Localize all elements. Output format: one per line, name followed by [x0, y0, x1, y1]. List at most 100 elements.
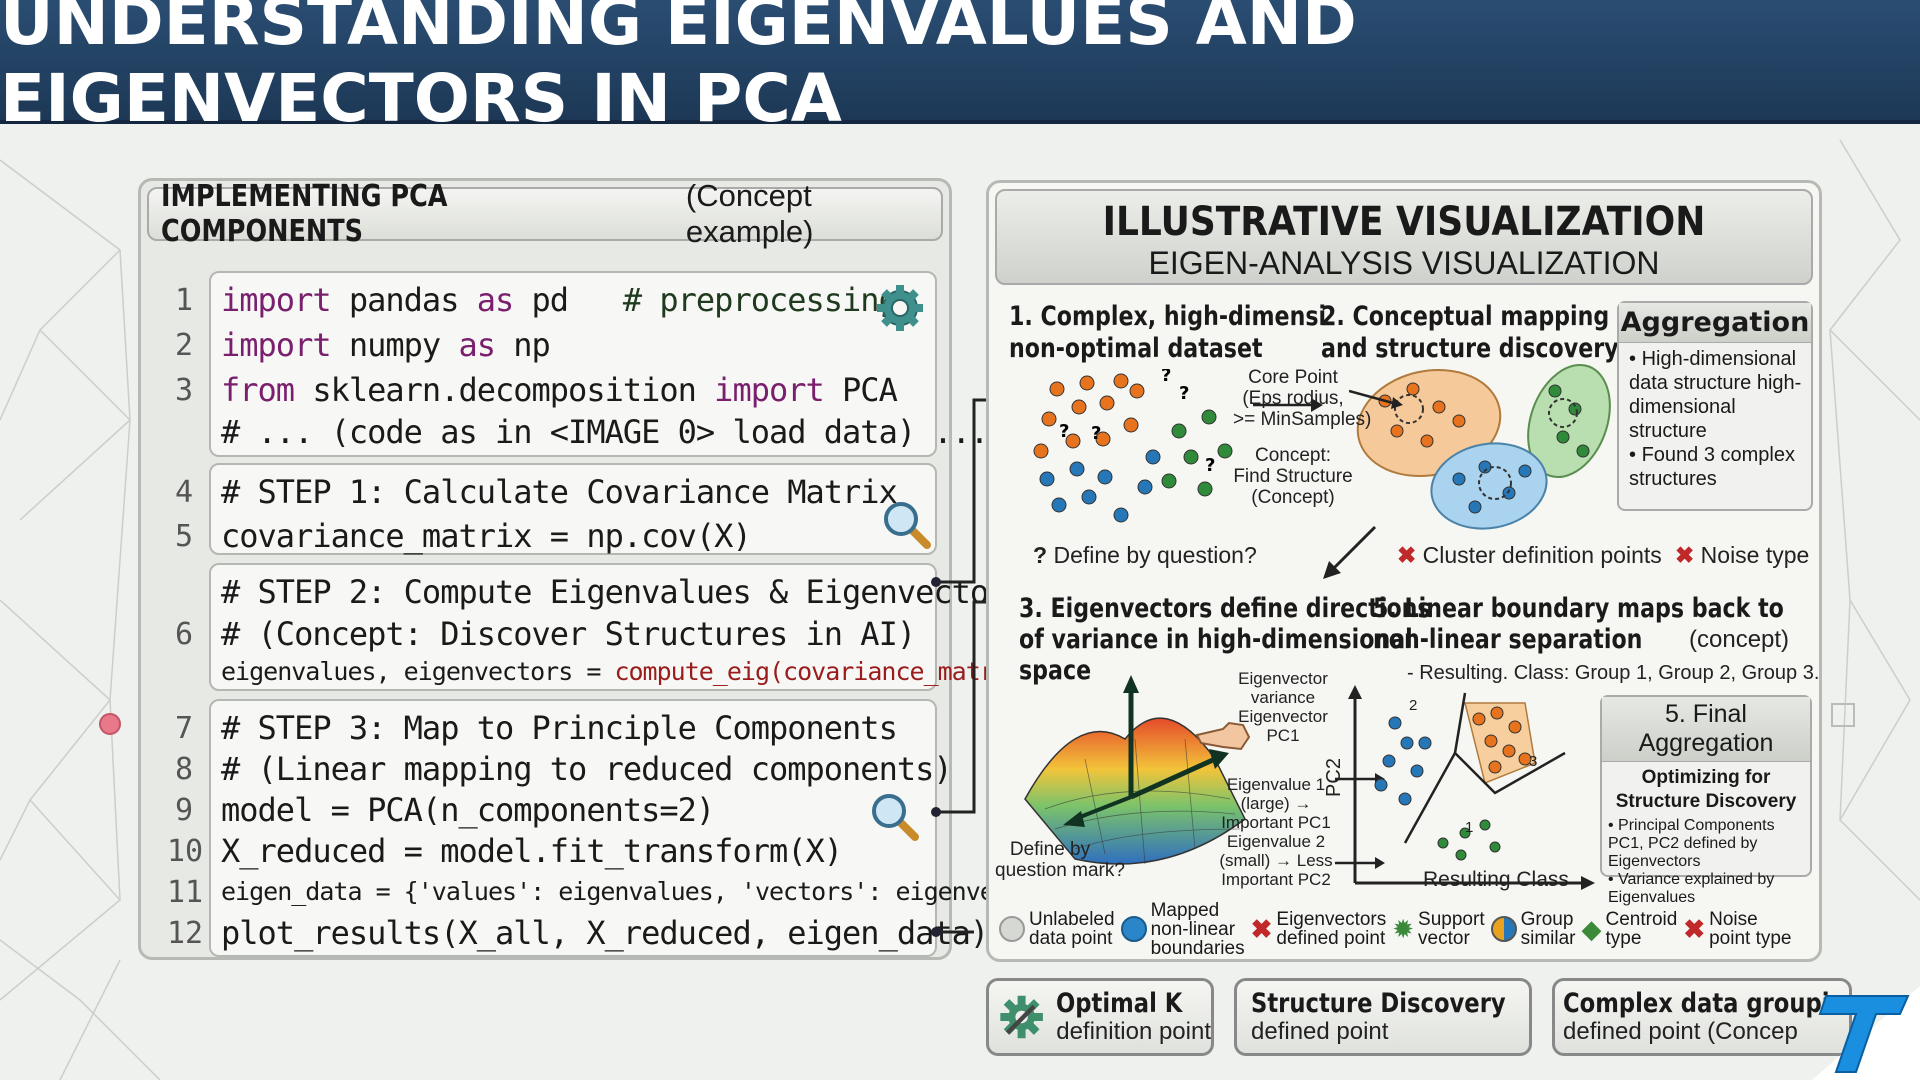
scatter-point [1197, 481, 1213, 497]
red-x-icon: ✖ [1675, 542, 1695, 568]
question-mark-icon: ? [1179, 383, 1189, 404]
aggregation-title: Aggregation [1619, 303, 1811, 343]
scatter-point [1508, 720, 1522, 734]
scatter-point [1069, 461, 1085, 477]
section-5-resulting: - Resulting. Class: Group 1, Group 2, Gr… [1407, 662, 1820, 684]
resulting-class-label: Resulting Class [1423, 868, 1569, 891]
scatter-point [1071, 399, 1087, 415]
cluster-def-text: Cluster definition points [1422, 542, 1662, 568]
scatter-point [1051, 497, 1067, 513]
scatter-point [1452, 414, 1466, 428]
scatter-point [1502, 486, 1516, 500]
scatter-point [1400, 736, 1414, 750]
scatter-point [1455, 849, 1467, 861]
line-number: 9 [174, 793, 194, 828]
scatter-point [1123, 417, 1139, 433]
scatter-point [1039, 471, 1055, 487]
gear-wrench-icon [1000, 995, 1043, 1039]
line-number: 3 [174, 373, 194, 408]
magnifier-icon [872, 794, 919, 841]
scatter-point [1576, 444, 1590, 458]
page-title: UNDERSTANDING EIGENVALUES AND EIGENVECTO… [0, 0, 1357, 137]
mapped-dot-icon [1120, 916, 1147, 942]
scatter-point [1468, 500, 1482, 514]
scatter-point [1502, 744, 1516, 758]
structure-discovery-button[interactable]: Structure Discovery defined point [1234, 978, 1532, 1056]
scatter-point [1518, 464, 1532, 478]
scatter-point [1065, 433, 1081, 449]
question-mark-icon: ? [1205, 455, 1215, 476]
scatter-point [1548, 384, 1562, 398]
gear-icon [877, 285, 923, 331]
scatter-point [1183, 449, 1199, 465]
line-number: 4 [174, 475, 194, 510]
visualization-subtitle: EIGEN-ANALYSIS VISUALIZATION [1148, 245, 1660, 281]
section-5-concept: (concept) [1689, 626, 1790, 653]
scatter-point [1432, 400, 1446, 414]
scatter-point [1113, 507, 1129, 523]
question-mark-icon: ? [1091, 423, 1101, 444]
scatter-point [1398, 792, 1412, 806]
scatter-point [1097, 469, 1113, 485]
scatter-point [1420, 434, 1434, 448]
scatter-point [1079, 375, 1095, 391]
pointing-hand-icon [1195, 721, 1251, 751]
final-aggregation-item: • Principal Components PC1, PC2 defined … [1608, 817, 1775, 870]
scatter-point [1137, 479, 1153, 495]
code-line: # (Linear mapping to reduced components) [221, 750, 953, 788]
scatter-point [1406, 382, 1420, 396]
complex-grouping-button[interactable]: Complex data groupin defined point (Conc… [1552, 978, 1852, 1056]
scatter-point [1095, 431, 1111, 447]
define-question-text: Define by question? [1053, 542, 1257, 568]
pc-plot [1348, 685, 1595, 890]
scatter-point [1518, 752, 1532, 766]
code-line: from sklearn.decomposition import PCA [221, 371, 898, 409]
line-number: 11 [167, 875, 204, 910]
pc2-axis-label: PC2 [1322, 758, 1345, 797]
aggregation-box: Aggregation • High-dimensional data stru… [1617, 301, 1813, 511]
scatter-point [1099, 395, 1115, 411]
scatter-point [1161, 473, 1177, 489]
optimal-k-button[interactable]: Optimal K definition point [986, 978, 1214, 1056]
structure-discovery-title: Structure Discovery [1251, 988, 1506, 1019]
magnifier-icon [884, 502, 931, 549]
structure-discovery-sub: defined point [1251, 1018, 1389, 1045]
scatter-point [1201, 409, 1217, 425]
code-block-step2 [209, 563, 937, 691]
brand-logo-icon [1812, 986, 1920, 1080]
code-line: # STEP 1: Calculate Covariance Matrix [221, 473, 898, 511]
question-mark-icon: ? [1033, 542, 1048, 568]
scatter-point [1374, 778, 1388, 792]
line-number: 6 [174, 617, 194, 652]
group-dot-icon [1490, 916, 1517, 942]
title-bar: UNDERSTANDING EIGENVALUES AND EIGENVECTO… [0, 0, 1920, 137]
code-panel-header: IMPLEMENTING PCA COMPONENTS (Concept exa… [147, 178, 943, 249]
scatter-point [1410, 764, 1424, 778]
optimal-k-title: Optimal K [1056, 988, 1183, 1019]
define-question-label: ? Define by question? [1033, 542, 1257, 568]
code-line: model = PCA(n_components=2) [221, 791, 715, 829]
scatter-point [1049, 381, 1065, 397]
line-number: 1 [174, 283, 194, 318]
scatter-point [1217, 443, 1233, 459]
raw-dataset-scatter: ????? [1033, 369, 1233, 523]
scatter-point [1041, 411, 1057, 427]
code-line: X_reduced = model.fit_transform(X) [221, 832, 843, 870]
scatter-point [1388, 716, 1402, 730]
complex-grouping-title: Complex data groupin [1563, 988, 1846, 1019]
code-line: import pandas as pd # preprocessing [221, 281, 898, 319]
scatter-point [1488, 760, 1502, 774]
cluster-number: 3 [1529, 753, 1538, 770]
